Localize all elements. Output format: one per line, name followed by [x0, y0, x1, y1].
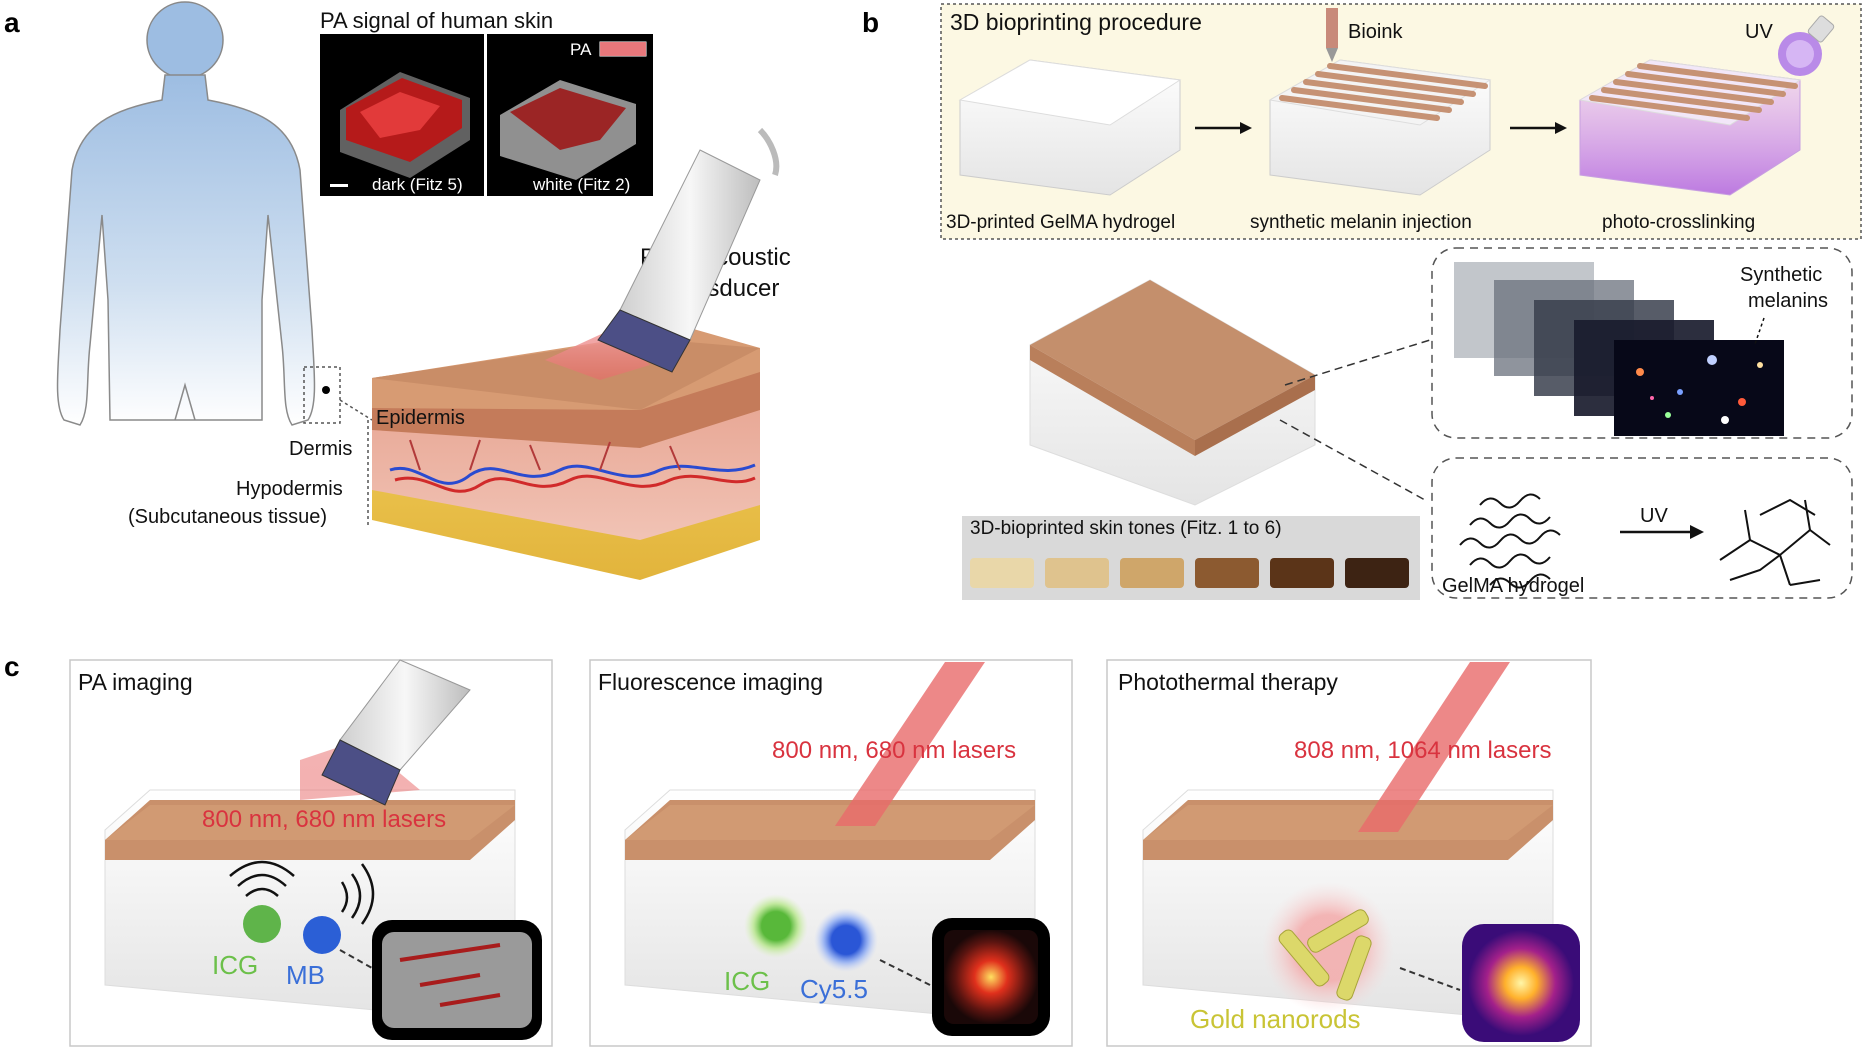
- gold-nanorods: [1262, 882, 1394, 1014]
- pa-signal-title: PA signal of human skin: [320, 8, 553, 33]
- melanin-injection-step2: [1268, 8, 1492, 196]
- pa-mb-label: MB: [286, 960, 325, 990]
- skin-tones-title: 3D-bioprinted skin tones (Fitz. 1 to 6): [970, 518, 1282, 539]
- fl-cy55-label: Cy5.5: [800, 974, 868, 1004]
- bioprinted-skin-block: [1029, 279, 1316, 506]
- thermal-image: [1462, 924, 1580, 1042]
- photothermal-title: Photothermal therapy: [1118, 669, 1338, 695]
- bioink-label: Bioink: [1348, 21, 1403, 43]
- skin-cross-section: [372, 328, 760, 580]
- melanins-label-line1: Synthetic: [1740, 264, 1822, 286]
- uv-arrow-label: UV: [1640, 505, 1668, 527]
- skin-tone-swatches: [970, 558, 1409, 588]
- photothermal-laser-beam: [1358, 662, 1510, 832]
- label-epidermis: Epidermis: [376, 407, 465, 429]
- fl-lasers-label: 800 nm, 680 nm lasers: [772, 737, 1016, 764]
- photo-crosslinking-step3: [1578, 59, 1802, 196]
- skin-tone-swatch: [1345, 558, 1409, 588]
- skin-tone-swatch: [1195, 558, 1259, 588]
- acoustic-wave-icon: [229, 860, 375, 925]
- gelma-box-step1: [958, 59, 1182, 196]
- pa-lasers-label: 800 nm, 680 nm lasers: [202, 806, 446, 833]
- pa-icg-label: ICG: [212, 950, 258, 980]
- skin-tone-swatch: [970, 558, 1034, 588]
- panel-letter-b: b: [862, 7, 879, 38]
- gelma-polymer-chains: [1459, 493, 1561, 589]
- uv-lamp-label: UV: [1745, 21, 1773, 43]
- pa-imaging-title: PA imaging: [78, 669, 193, 695]
- label-dermis: Dermis: [289, 438, 352, 460]
- panel-letter-a: a: [4, 7, 20, 38]
- fluorescence-imaging-title: Fluorescence imaging: [598, 669, 823, 695]
- fluorescence-laser-beam: [835, 662, 985, 826]
- skin-tones-photo: [962, 516, 1420, 600]
- fl-cy55-particle: [814, 908, 878, 972]
- pa-image-dark: [320, 34, 484, 196]
- skin-tone-swatch: [1120, 558, 1184, 588]
- fl-icg-particle: [744, 894, 808, 958]
- fluorescence-image: [932, 918, 1050, 1036]
- label-hypodermis: Hypodermis: [236, 478, 343, 500]
- uv-lamp-icon: [1778, 15, 1835, 76]
- human-body-silhouette: [56, 1, 316, 426]
- melanin-microscopy-stack: [1454, 262, 1784, 436]
- ultrasound-pa-image: [372, 920, 542, 1040]
- pt-lasers-label: 808 nm, 1064 nm lasers: [1294, 737, 1551, 764]
- step2-label: synthetic melanin injection: [1250, 212, 1472, 233]
- hand-zoom-box: [303, 366, 341, 424]
- pa-image-white: [487, 34, 653, 196]
- crosslinked-network: [1719, 498, 1831, 586]
- melanins-label-line2: melanins: [1748, 290, 1828, 312]
- skin-tone-swatch: [1270, 558, 1334, 588]
- mb-particle: [303, 916, 341, 954]
- panel-letter-c: c: [4, 651, 20, 682]
- skin-tone-swatch: [1045, 558, 1109, 588]
- label-subcutaneous: (Subcutaneous tissue): [128, 506, 327, 528]
- step1-label: 3D-printed GelMA hydrogel: [946, 212, 1175, 233]
- pa-transducer: [300, 659, 471, 806]
- icg-particle: [243, 905, 281, 943]
- gelma-hydrogel-label: GelMA hydrogel: [1442, 575, 1584, 597]
- pt-gold-label: Gold nanorods: [1190, 1004, 1361, 1034]
- pa-legend-label: PA: [570, 40, 592, 59]
- step3-label: photo-crosslinking: [1602, 212, 1755, 233]
- pa-dark-caption: dark (Fitz 5): [372, 175, 463, 194]
- fl-icg-label: ICG: [724, 966, 770, 996]
- pa-white-caption: white (Fitz 2): [532, 175, 630, 194]
- photoacoustic-transducer: [545, 127, 780, 380]
- procedure-title: 3D bioprinting procedure: [950, 9, 1202, 35]
